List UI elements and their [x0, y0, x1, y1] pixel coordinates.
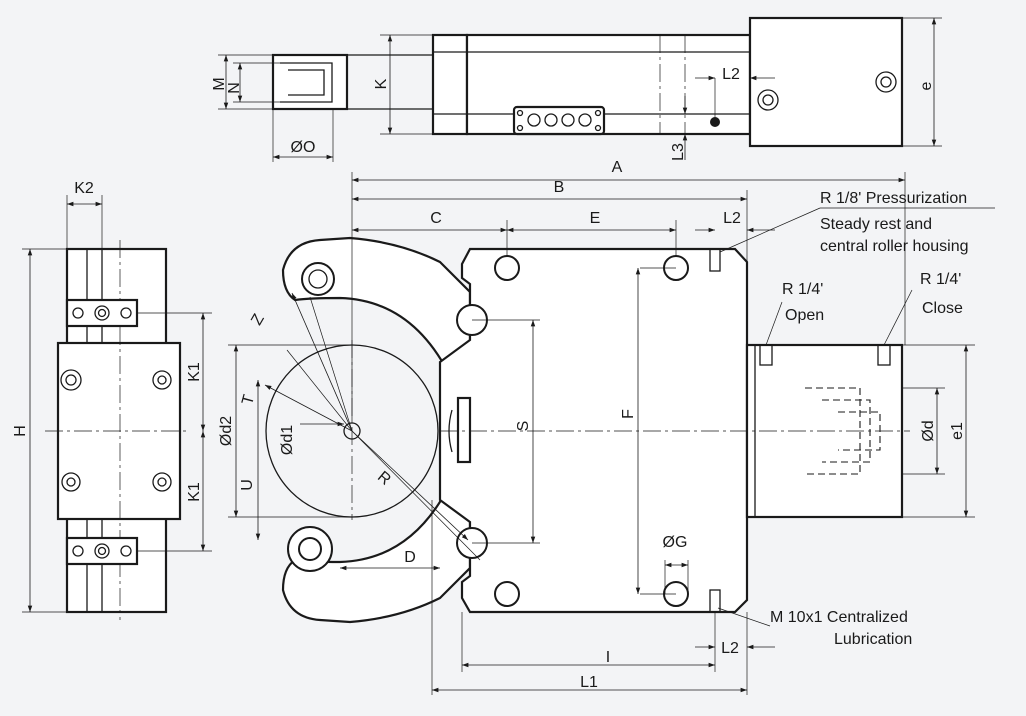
label-C: C: [430, 210, 442, 227]
label-H: H: [12, 425, 29, 437]
top-view-port-open: [757, 89, 779, 111]
label-L3: L3: [670, 143, 687, 161]
note-lube-line2: Lubrication: [834, 631, 912, 648]
note-open: Open: [785, 307, 824, 324]
label-N: N: [226, 82, 243, 94]
top-view-cylinder-housing: [748, 16, 904, 148]
note-steady-rest-line1: Steady rest and: [820, 216, 932, 233]
label-I: I: [606, 649, 610, 666]
label-Z: Z: [248, 311, 268, 328]
note-pressurization: R 1/8' Pressurization: [820, 190, 967, 207]
label-T: T: [239, 393, 258, 407]
note-open-thread: R 1/4': [782, 281, 823, 298]
front-view-slot: [456, 396, 472, 464]
front-view: A B C E L2 Z T Ød2 U Ød1 R D S F ØG Ød e…: [218, 159, 995, 695]
note-close-thread: R 1/4': [920, 271, 961, 288]
side-view-bolts: [60, 305, 172, 559]
top-view-arm-block: [431, 33, 469, 136]
side-view-lower-mount: [65, 536, 139, 566]
label-A: A: [612, 159, 623, 176]
center-point: [343, 422, 361, 440]
top-view: M N K ØO L2 L3 e: [211, 16, 942, 162]
label-d: Ød: [920, 420, 937, 441]
label-L1: L1: [580, 674, 598, 691]
label-M: M: [211, 77, 228, 90]
note-lube-line1: M 10x1 Centralized: [770, 609, 908, 626]
label-S: S: [515, 421, 532, 432]
label-R: R: [374, 468, 394, 488]
label-L2-front: L2: [723, 210, 741, 227]
label-L2-bottom: L2: [721, 640, 739, 657]
top-view-port-close: [875, 71, 897, 93]
label-d1: Ød1: [279, 425, 296, 455]
label-e: e: [918, 81, 935, 90]
label-D: D: [404, 549, 416, 566]
label-L2-top: L2: [722, 66, 740, 83]
label-K1-lower: K1: [186, 482, 203, 502]
note-close: Close: [922, 300, 963, 317]
label-K: K: [373, 78, 390, 89]
label-F: F: [620, 409, 637, 419]
side-view-upper-mount: [65, 298, 139, 328]
label-O: ØO: [291, 139, 316, 156]
side-view: K2 H K1 K1: [12, 180, 212, 620]
top-view-jaw-slot: [280, 62, 333, 103]
label-e1: e1: [949, 422, 966, 440]
label-E: E: [590, 210, 601, 227]
label-U: U: [239, 479, 256, 491]
top-view-rollers: [516, 109, 602, 132]
top-view-body: [465, 33, 752, 136]
label-B: B: [554, 179, 565, 196]
label-K1-upper: K1: [186, 362, 203, 382]
main-body: [438, 247, 749, 614]
note-steady-rest-line2: central roller housing: [820, 238, 969, 255]
top-view-jaw-tip: [271, 53, 349, 111]
label-G: ØG: [663, 534, 688, 551]
top-view-roller-window: [512, 105, 606, 136]
label-d2: Ød2: [218, 416, 235, 446]
label-K2: K2: [74, 180, 94, 197]
